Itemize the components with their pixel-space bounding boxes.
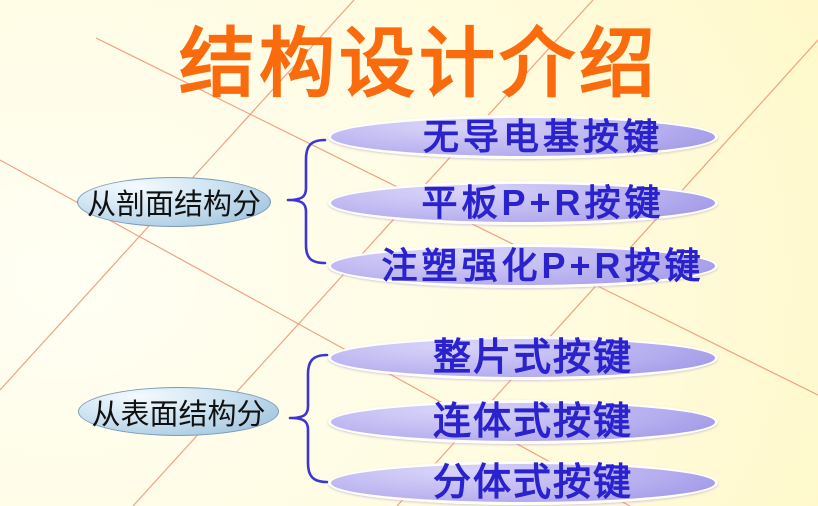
group2-label-oval: 从表面结构分 (78, 387, 279, 436)
group2-brace (288, 353, 329, 484)
group2-item-ellipse-3: 分体式按键 (328, 461, 718, 505)
group2-item-1: 整片式按键 (432, 337, 633, 379)
group1-brace (286, 138, 327, 265)
slide-title: 结构设计介绍 (179, 22, 659, 107)
group1-label: 从剖面结构分 (86, 189, 261, 221)
group1-label-oval: 从剖面结构分 (77, 177, 271, 227)
group1-item-1: 无导电基按键 (422, 116, 663, 157)
group1-item-ellipse-3: 注塑强化P+R按键 (328, 244, 718, 288)
group2-item-ellipse-2: 连体式按键 (328, 400, 718, 444)
group2-item-2: 连体式按键 (432, 401, 633, 443)
group1-item-3: 注塑强化P+R按键 (381, 245, 705, 286)
group2-label: 从表面结构分 (91, 398, 266, 431)
group1-item-ellipse-1: 无导电基按键 (328, 115, 718, 159)
group1-item-2: 平板P+R按键 (421, 182, 665, 223)
group1-item-ellipse-2: 平板P+R按键 (328, 181, 718, 225)
group2-item-3: 分体式按键 (432, 462, 633, 504)
group2-item-ellipse-1: 整片式按键 (328, 336, 718, 380)
